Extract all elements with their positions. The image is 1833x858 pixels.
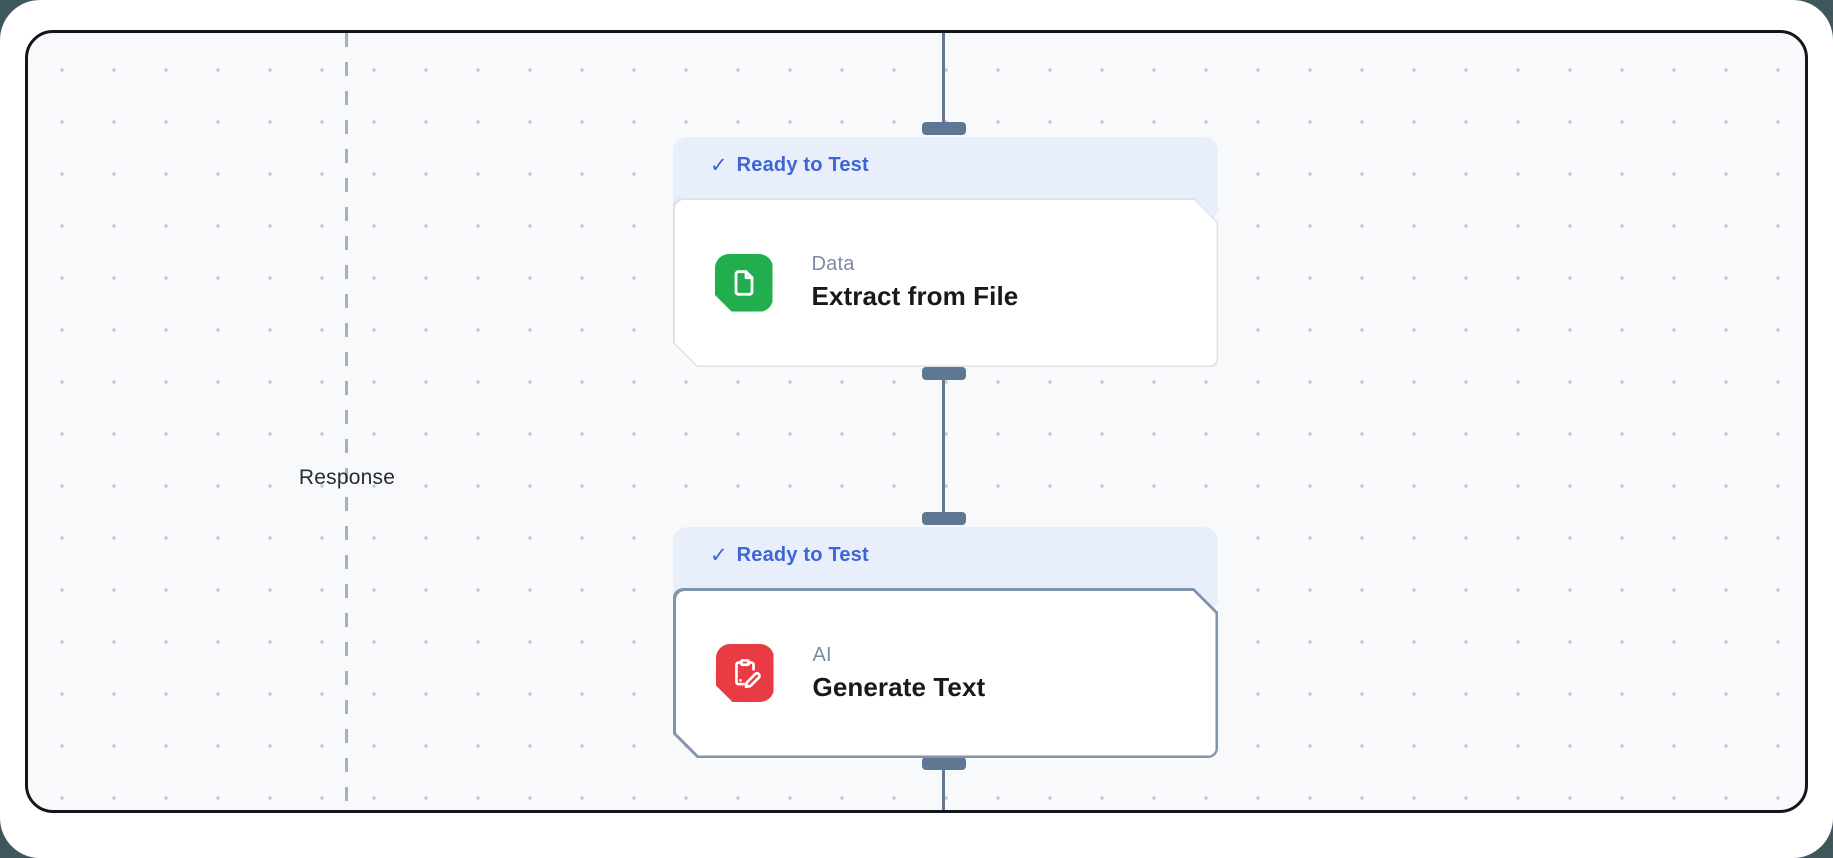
edge-node1-to-node2[interactable]	[942, 373, 945, 519]
node1-input-handle[interactable]	[922, 122, 966, 135]
check-icon: ✓	[710, 544, 728, 567]
node2-input-handle[interactable]	[922, 512, 966, 525]
node2-card[interactable]: AI Generate Text	[673, 588, 1218, 758]
node1-card[interactable]: Data Extract from File	[673, 198, 1218, 367]
edge-incoming[interactable]	[942, 33, 945, 135]
node-generate-text[interactable]: ✓ Ready to Test	[673, 527, 1218, 758]
node2-status-text: Ready to Test	[736, 544, 869, 566]
workflow-canvas[interactable]: Response ✓ Ready to Test	[25, 30, 1808, 813]
check-icon: ✓	[710, 154, 728, 177]
node1-category: Data	[811, 253, 855, 275]
edge-outgoing[interactable]	[942, 763, 945, 810]
node-extract-from-file[interactable]: ✓ Ready to Test	[673, 137, 1218, 367]
lane-label: Response	[298, 466, 396, 489]
node1-title: Extract from File	[811, 281, 1019, 311]
node2-category: AI	[812, 643, 832, 666]
lane-divider-dashed-line	[345, 33, 348, 810]
node1-status-text: Ready to Test	[736, 154, 869, 176]
clipboard-edit-icon	[716, 644, 774, 702]
node2-title: Generate Text	[812, 671, 986, 702]
file-icon	[715, 254, 773, 312]
